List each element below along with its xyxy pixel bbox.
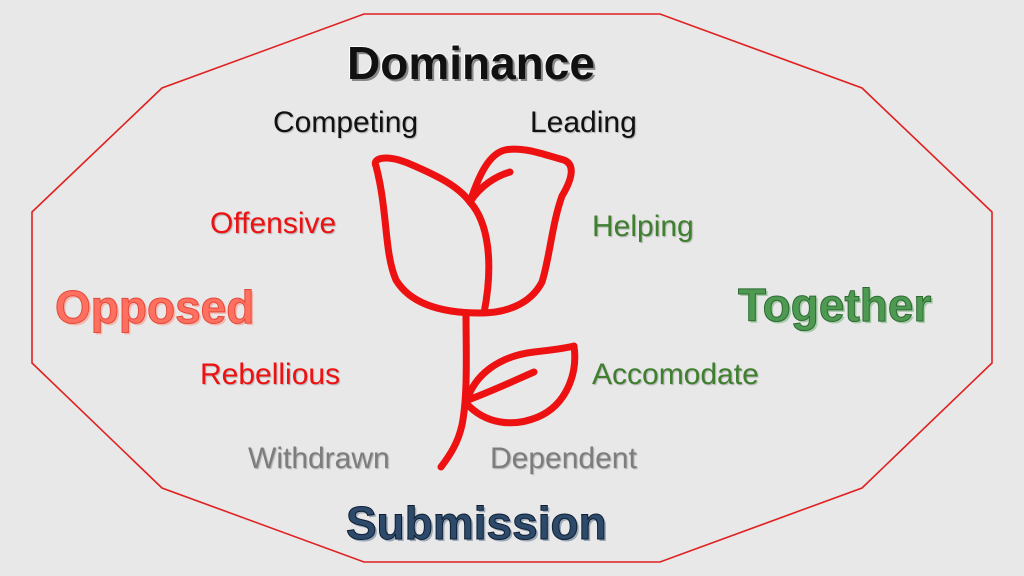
axis-label-dominance: Dominance: [347, 37, 595, 89]
axis-label-submission: Submission: [346, 497, 608, 549]
rose-leaf: [462, 342, 579, 427]
rose-stem: [437, 309, 470, 471]
rose-petal-fold: [466, 168, 514, 206]
rose-icon: [371, 145, 579, 471]
label-rebellious: Rebellious: [200, 358, 341, 391]
label-leading: Leading: [530, 106, 637, 139]
axis-label-together: Together: [737, 279, 932, 331]
label-offensive: Offensive: [210, 207, 337, 240]
label-dependent: Dependent: [490, 442, 637, 475]
axis-label-opposed: Opposed: [54, 281, 255, 333]
dodecagon-frame: [31, 13, 993, 563]
rose-petal-line: [466, 198, 493, 317]
label-withdrawn: Withdrawn: [248, 442, 390, 475]
label-competing: Competing: [273, 106, 419, 139]
rose-bloom: [371, 145, 575, 317]
label-accomodate: Accomodate: [592, 358, 759, 391]
label-helping: Helping: [592, 210, 694, 243]
rose-leaf-vein: [464, 368, 538, 404]
